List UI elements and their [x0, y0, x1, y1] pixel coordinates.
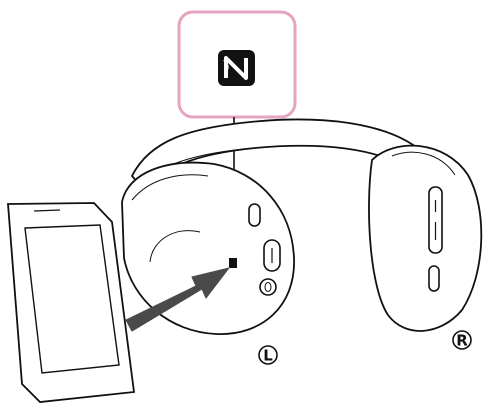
right-volume-buttons: [428, 186, 443, 254]
nfc-n-mark-icon: [218, 50, 255, 86]
left-usb-port: [259, 278, 277, 296]
left-ear-cup: [121, 161, 295, 335]
direction-arrow: [125, 267, 231, 332]
right-side-label: R: [452, 330, 472, 350]
smartphone-screen: [24, 224, 120, 374]
nfc-touch-point: [229, 258, 237, 268]
left-side-label: L: [258, 345, 278, 365]
smartphone: [7, 202, 136, 403]
right-port: [428, 265, 440, 292]
right-ear-cup: [368, 144, 483, 332]
left-side-label-text: L: [263, 347, 273, 365]
right-side-label-text: R: [456, 332, 468, 350]
nfc-callout: [177, 10, 297, 262]
left-button-top: [248, 203, 261, 227]
